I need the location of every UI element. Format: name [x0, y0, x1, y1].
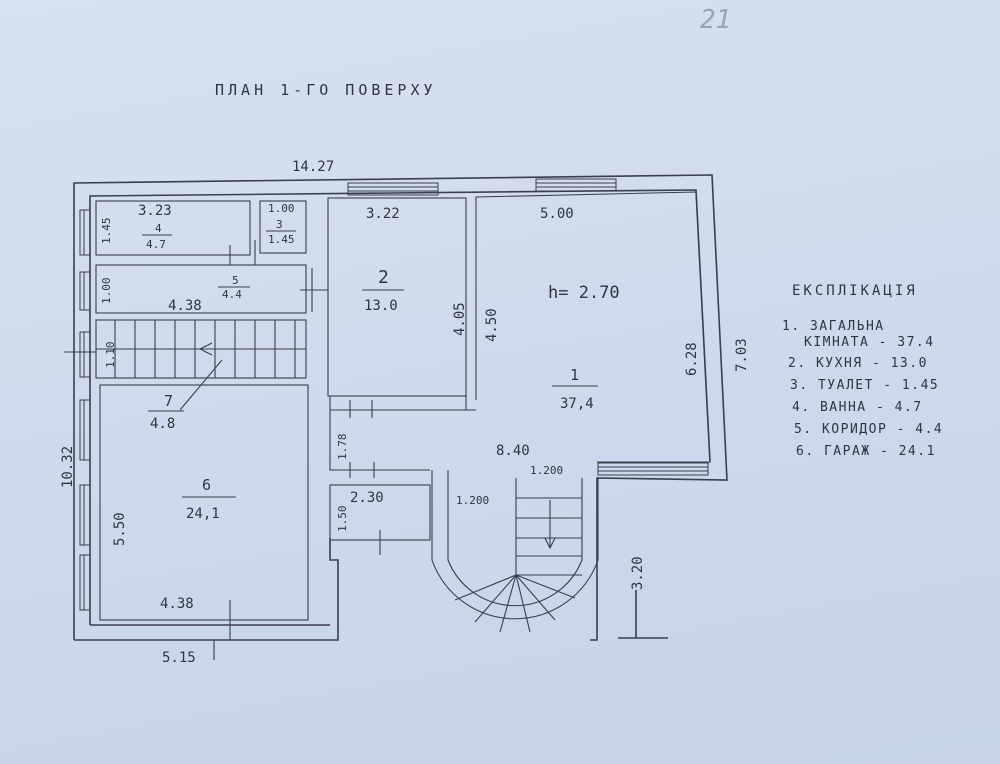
legend-item-5: 5. КОРИДОР - 4.4 — [794, 422, 943, 437]
dim-room6-depth: 5.50 — [112, 512, 128, 546]
room-2-kitchen-outline — [327, 197, 467, 397]
dim-stair7-depth: 1.10 — [104, 342, 117, 369]
window-top-left — [347, 182, 439, 196]
room-6-area: 24,1 — [186, 506, 220, 522]
stair-7-treads — [96, 320, 306, 411]
room-1-number: 1 — [570, 366, 579, 384]
window-bottom-right — [597, 462, 709, 476]
room-2-area: 13.0 — [364, 298, 398, 314]
legend-item-2: 2. КУХНЯ - 13.0 — [788, 356, 928, 371]
room-1-area: 37,4 — [560, 396, 594, 412]
dim-room3-width: 1.00 — [268, 202, 295, 215]
window-left-1 — [79, 209, 91, 256]
plan-title: ПЛАН 1-ГО ПОВЕРХУ — [215, 81, 437, 99]
room-6-label: 6 24,1 — [182, 476, 236, 522]
room-5-corridor-outline — [95, 264, 307, 314]
legend-item-3: 3. ТУАЛЕТ - 1.45 — [790, 378, 939, 393]
windows — [79, 178, 709, 611]
dim-room4-depth: 1.45 — [100, 218, 113, 245]
room-1-label: 1 37,4 — [552, 366, 598, 412]
room-6-garage-outline — [99, 384, 309, 621]
dim-stair-width-2: 1.200 — [456, 494, 489, 507]
dim-room2-depth: 4.05 — [452, 302, 468, 336]
window-left-5 — [79, 484, 91, 546]
dim-hall-depth: 1.78 — [336, 434, 349, 461]
room-2-number: 2 — [378, 267, 389, 288]
spiral-stair — [431, 470, 599, 633]
dim-overall-width: 14.27 — [292, 159, 334, 175]
room-4-bath-outline — [95, 200, 251, 256]
room-7-label: 7 4.8 — [148, 392, 184, 432]
room-4-number: 4 — [155, 222, 162, 235]
dim-porch-depth: 1.50 — [336, 506, 349, 533]
dim-hall-width: 8.40 — [496, 443, 530, 459]
legend-item-6: 6. ГАРАЖ - 24.1 — [796, 444, 936, 459]
room-4-area: 4.7 — [146, 238, 166, 251]
dim-right-total: 7.03 — [734, 338, 750, 372]
ceiling-height: h= 2.70 — [548, 283, 620, 303]
dim-room1-depth-right: 6.28 — [684, 342, 700, 376]
dim-bottom-width: 5.15 — [162, 650, 196, 666]
room-5-label: 5 4.4 — [218, 274, 250, 301]
room-3-toilet-outline — [259, 200, 307, 254]
room-7-area: 4.8 — [150, 416, 175, 432]
room-1-living-outline — [475, 191, 711, 463]
legend-title: ЕКСПЛІКАЦІЯ — [792, 283, 918, 299]
sheet-number: 21 — [700, 5, 731, 35]
dim-room1-depth-left: 4.50 — [484, 308, 500, 342]
window-left-4 — [79, 399, 91, 461]
room-labels: 1 37,4 2 13.0 3 1.45 4 4.7 5 4.4 6 24,1 — [142, 218, 620, 522]
room-3-label: 3 1.45 — [266, 218, 296, 246]
dim-stair-width-1: 1.200 — [530, 464, 563, 477]
dim-room5-depth: 1.00 — [100, 278, 113, 305]
window-left-3 — [79, 331, 91, 378]
dim-porch-width: 2.30 — [350, 490, 384, 506]
window-top-right — [535, 178, 617, 192]
room-5-number: 5 — [232, 274, 239, 287]
section-mark — [618, 590, 668, 639]
dim-projection: 3.20 — [630, 556, 646, 590]
room-6-number: 6 — [202, 476, 211, 494]
legend: ЕКСПЛІКАЦІЯ 1. ЗАГАЛЬНА КІМНАТА - 37.4 2… — [782, 283, 943, 459]
dim-room6-width: 4.38 — [160, 596, 194, 612]
dim-overall-height: 10.32 — [60, 446, 76, 488]
dimensions: 14.27 3.23 1.00 3.22 5.00 4.38 8.40 1.20… — [60, 159, 750, 666]
dim-room1-width: 5.00 — [540, 206, 574, 222]
legend-item-1-line1: 1. ЗАГАЛЬНА — [782, 319, 885, 334]
window-left-6 — [79, 554, 91, 611]
room-5-area: 4.4 — [222, 288, 242, 301]
hall-outline — [329, 396, 430, 471]
room-4-label: 4 4.7 — [142, 222, 172, 251]
dim-room2-width: 3.22 — [366, 206, 400, 222]
room-2-label: 2 13.0 — [362, 267, 404, 314]
room-7-number: 7 — [164, 392, 173, 410]
room-3-area: 1.45 — [268, 233, 295, 246]
legend-item-1-line2: КІМНАТА - 37.4 — [804, 335, 935, 350]
legend-item-4: 4. ВАННА - 4.7 — [792, 400, 923, 415]
window-left-2 — [79, 271, 91, 311]
dim-room5-width: 4.38 — [168, 298, 202, 314]
room-3-number: 3 — [276, 218, 283, 231]
dim-room4-width: 3.23 — [138, 203, 172, 219]
